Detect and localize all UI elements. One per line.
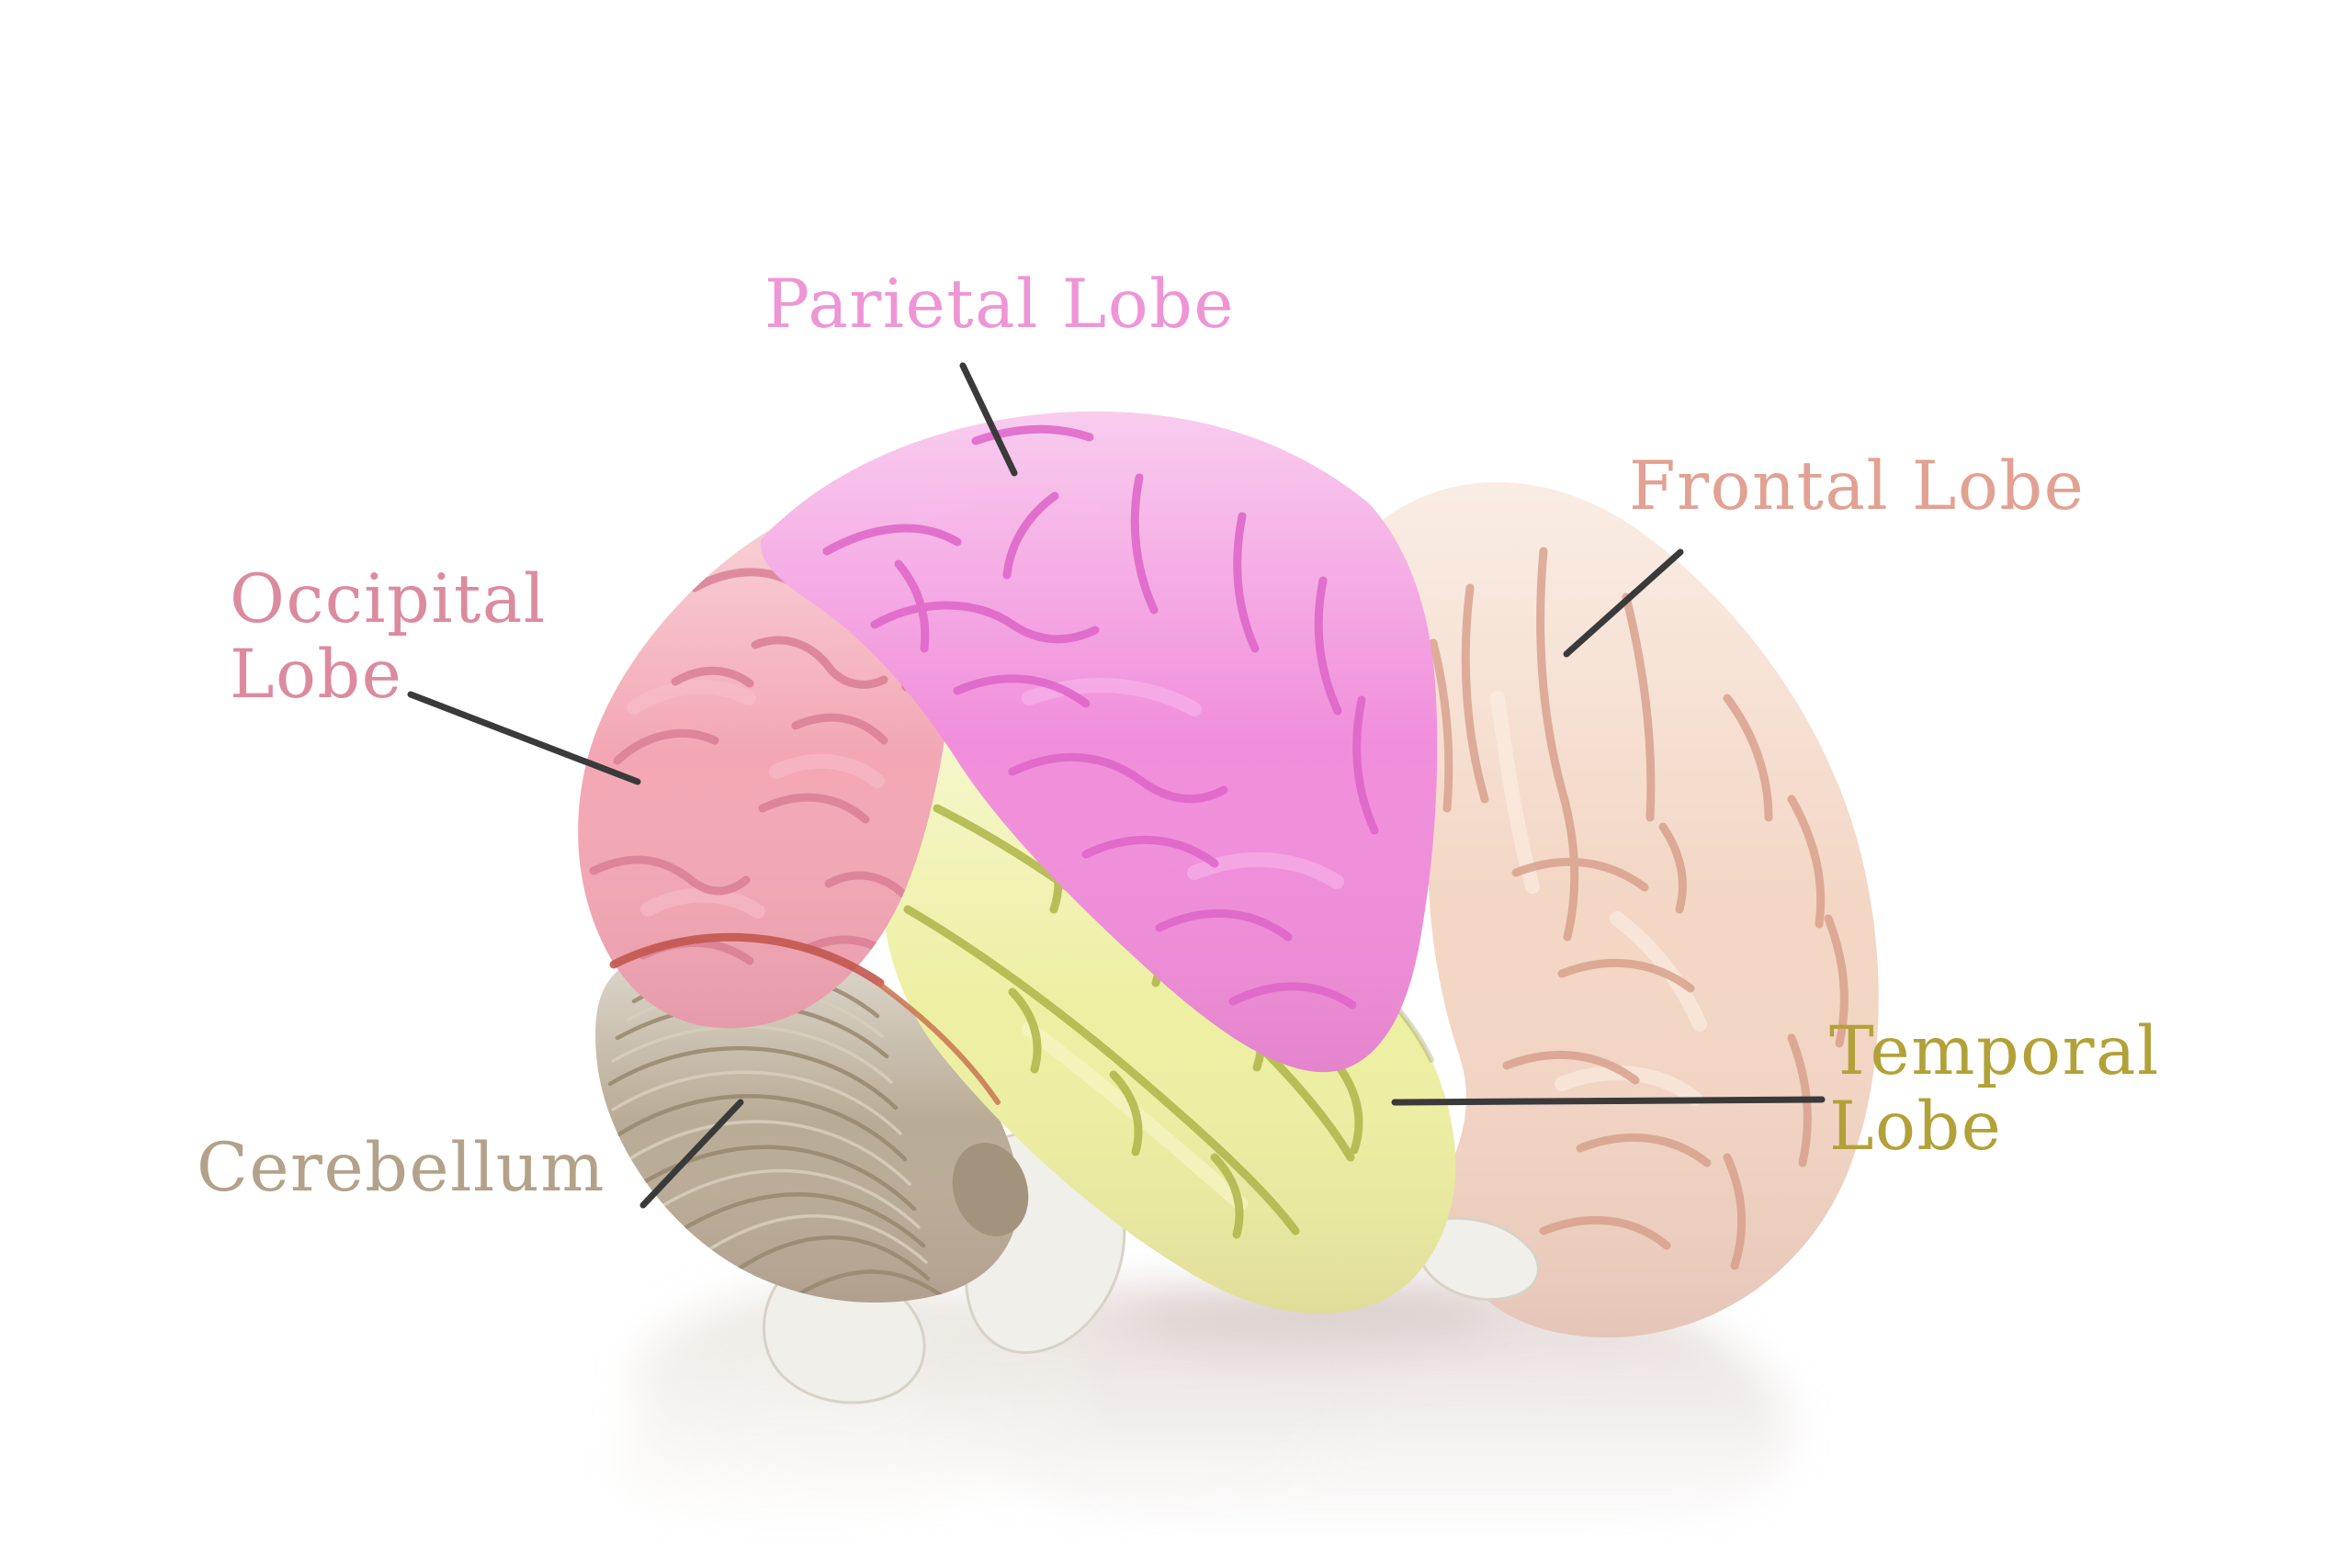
brainstem-knob [952,1143,1029,1236]
label-text: Lobe [230,635,403,714]
model-seam [609,932,1001,1105]
label-cerebellum: Cerebellum [197,1131,605,1206]
cerebellum-region [595,941,1029,1303]
temporal-leader-line [1391,1096,1826,1106]
label-temporal-lobe: Temporal Lobe [1829,1014,2160,1165]
label-text: Temporal [1829,1012,2160,1090]
label-text: Frontal Lobe [1629,447,2086,525]
leader-lines [407,362,1826,1209]
label-occipital-lobe: Occipital Lobe [230,562,547,713]
label-text: Parietal Lobe [764,265,1236,344]
parietal-lobe-region [760,412,1438,1073]
label-text: Cerebellum [197,1129,606,1207]
label-text: Occipital [230,560,547,638]
frontal-lobe-region [1365,482,1879,1338]
label-frontal-lobe: Frontal Lobe [1629,449,2085,525]
parietal-leader-line [959,362,1018,477]
frontal-leader-line [1563,548,1684,658]
occipital-leader-line [407,691,641,785]
cerebellum-leader-line [639,1099,744,1209]
label-parietal-lobe: Parietal Lobe [764,267,1235,343]
label-text: Lobe [1829,1087,2003,1166]
